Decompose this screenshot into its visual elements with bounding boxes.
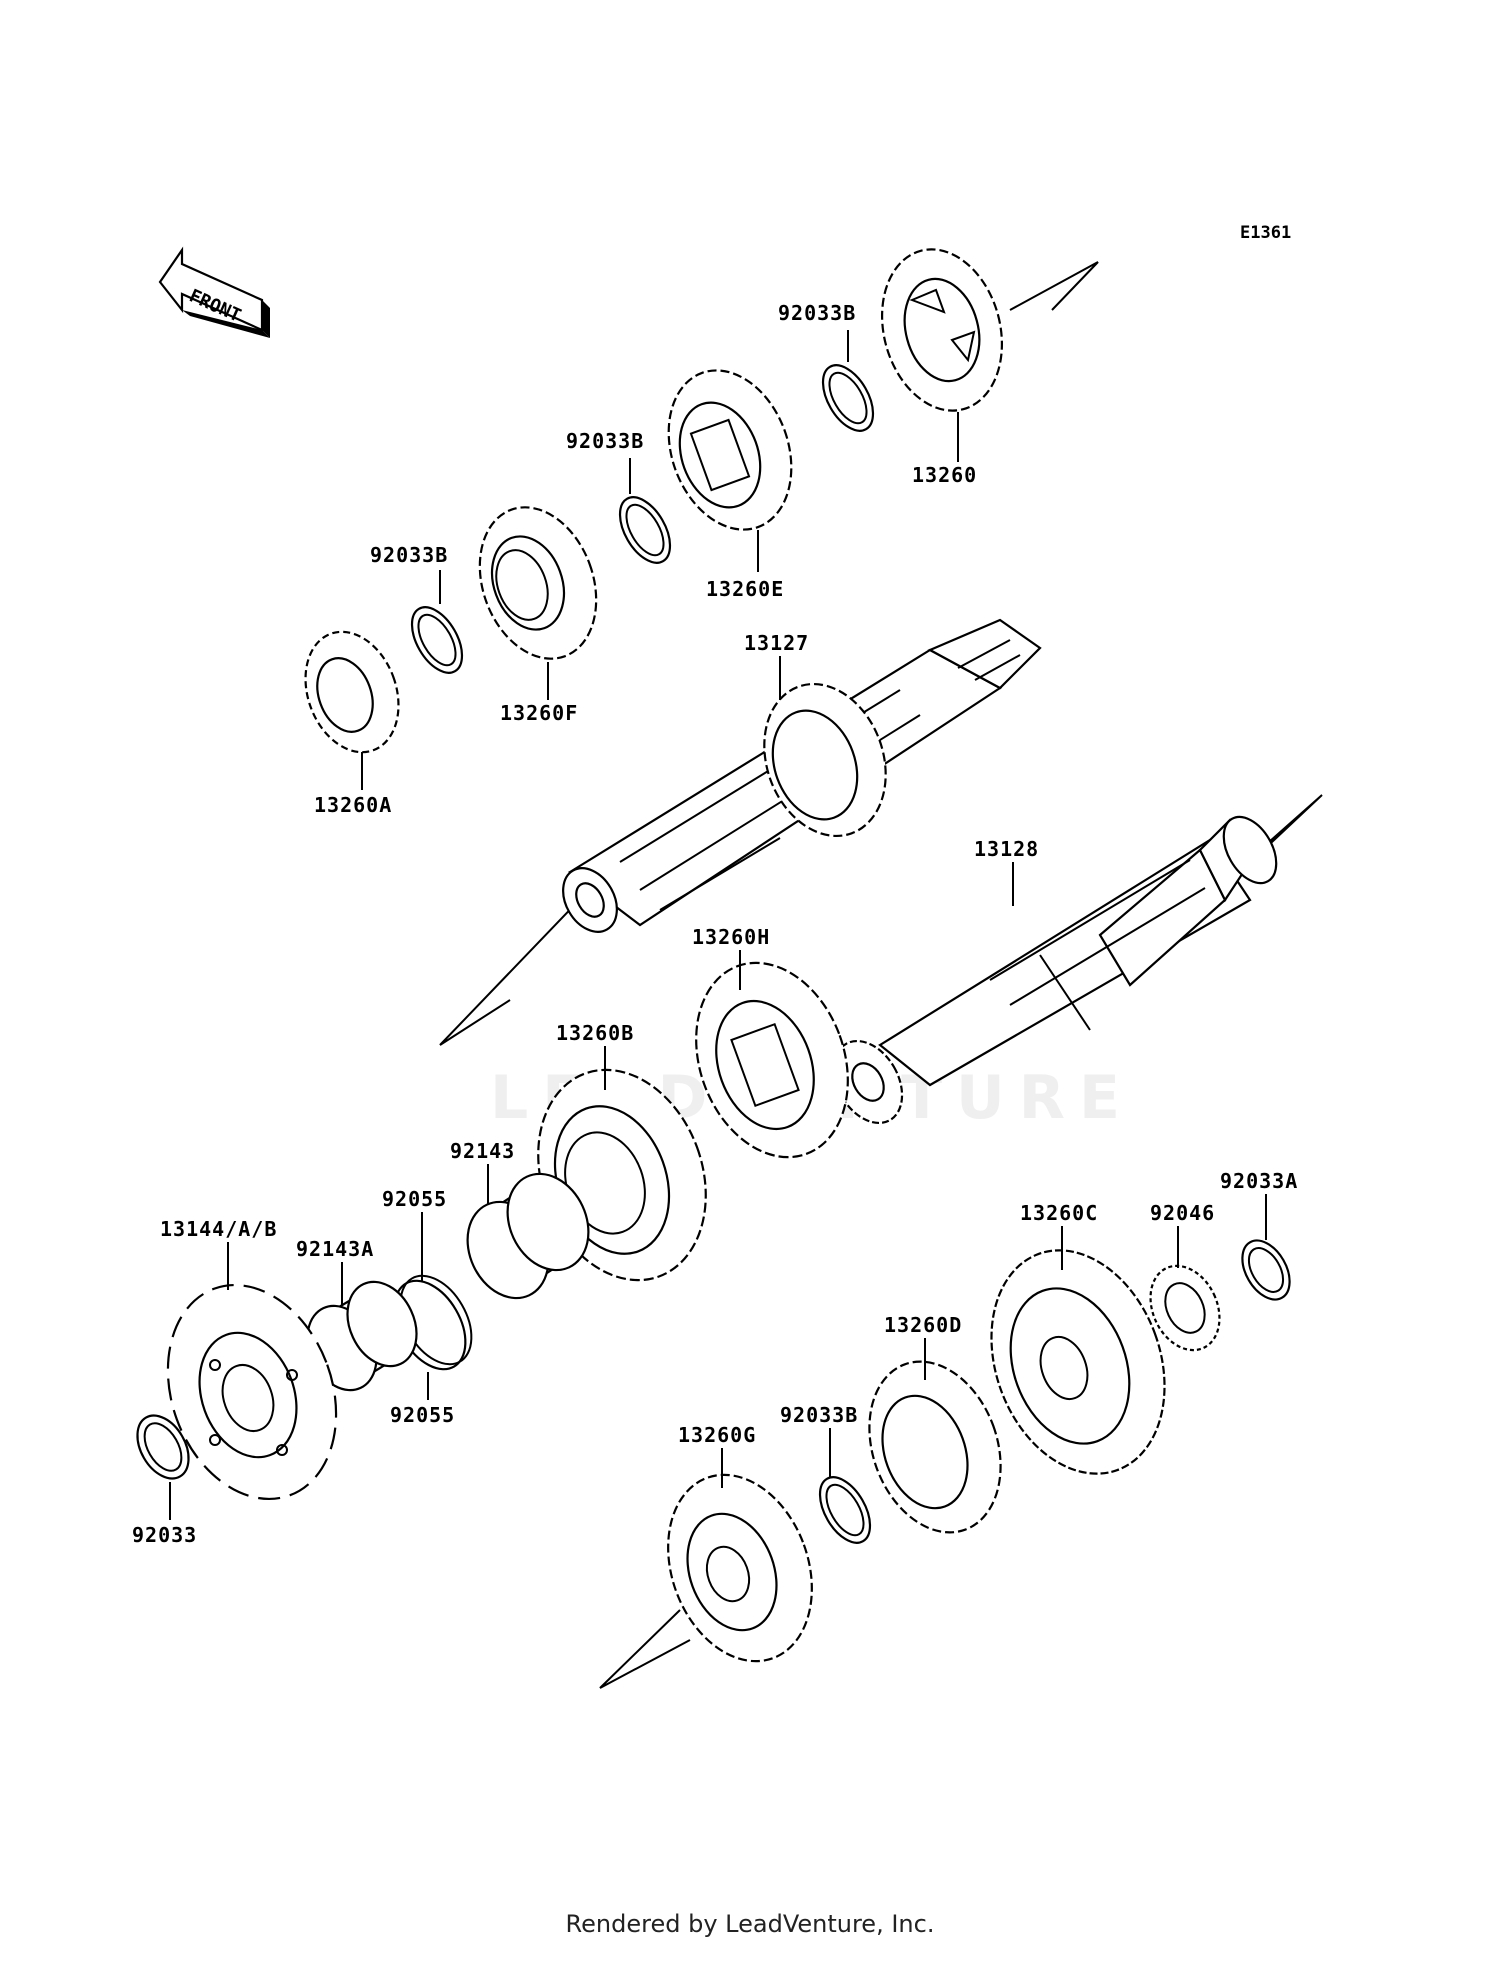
- label-92033B-2: 92033B: [566, 429, 644, 453]
- label-13260G: 13260G: [678, 1423, 756, 1447]
- footer-credit: Rendered by LeadVenture, Inc.: [565, 1910, 935, 1938]
- label-13260: 13260: [912, 463, 977, 487]
- circlip-92033: [136, 1414, 190, 1480]
- label-13260A: 13260A: [314, 793, 392, 817]
- label-13260E: 13260E: [706, 577, 784, 601]
- label-92033B-3: 92033B: [370, 543, 448, 567]
- circlip-92033B-2: [618, 496, 672, 564]
- gear-13260G: [667, 1473, 813, 1663]
- gear-13260H: [695, 961, 849, 1159]
- leader-lines: [169, 330, 1267, 1520]
- axis-lines: [439, 261, 1323, 1689]
- label-13128: 13128: [974, 837, 1039, 861]
- bushing-92143: [466, 1172, 590, 1300]
- gear-13260E: [667, 369, 793, 531]
- label-92055-1: 92055: [382, 1187, 447, 1211]
- circlip-92033B-3: [410, 606, 464, 674]
- bushing-92143A: [306, 1280, 418, 1392]
- circlip-92033B-4: [818, 1476, 872, 1544]
- label-92033B-1: 92033B: [778, 301, 856, 325]
- label-13260H: 13260H: [692, 925, 770, 949]
- label-92143A: 92143A: [296, 1237, 374, 1261]
- label-13260D: 13260D: [884, 1313, 962, 1337]
- gear-13260F: [478, 506, 598, 660]
- label-92055-2: 92055: [390, 1403, 455, 1427]
- needle-bearing-92046: [1149, 1264, 1221, 1352]
- shaft-13128: [832, 815, 1278, 1125]
- sprocket-13144: [166, 1283, 338, 1501]
- diagram-code: E1361: [1240, 223, 1291, 243]
- part-labels: 13260 92033B 13260E 92033B 92033B 13260F…: [132, 301, 1298, 1547]
- label-92143: 92143: [450, 1139, 515, 1163]
- label-92046: 92046: [1150, 1201, 1215, 1225]
- circlip-92033B-1: [821, 364, 875, 432]
- gear-13260C: [990, 1249, 1166, 1475]
- label-92033A: 92033A: [1220, 1169, 1298, 1193]
- front-arrow-icon: FRONT: [158, 246, 270, 338]
- label-13260F: 13260F: [500, 701, 578, 725]
- label-13127: 13127: [744, 631, 809, 655]
- label-13260C: 13260C: [1020, 1201, 1098, 1225]
- gear-13260A: [304, 630, 400, 754]
- gear-13260D: [868, 1360, 1002, 1534]
- circlip-92033A: [1241, 1239, 1291, 1301]
- gear-13127-integral: [763, 682, 887, 838]
- label-92033: 92033: [132, 1523, 197, 1547]
- label-13260B: 13260B: [556, 1021, 634, 1045]
- label-92033B-4: 92033B: [780, 1403, 858, 1427]
- gear-13260: [880, 248, 1004, 412]
- label-13144-A-B: 13144/A/B: [160, 1217, 277, 1241]
